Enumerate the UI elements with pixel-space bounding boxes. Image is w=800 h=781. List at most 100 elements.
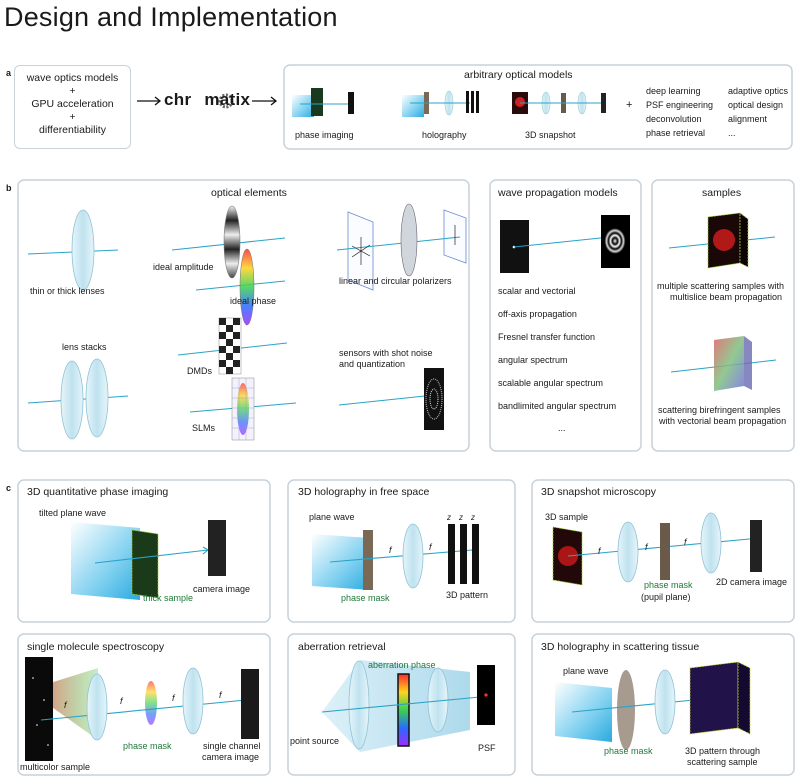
tissue-graphic (555, 661, 751, 750)
apps-plus: + (626, 99, 633, 111)
samples-title: samples (702, 187, 742, 199)
panel-c-aber-box (287, 633, 516, 776)
snap-f3: f (684, 537, 687, 547)
elements-title: optical elements (211, 187, 287, 199)
propagation-graphic (500, 215, 630, 273)
example-holography: holography (422, 130, 467, 140)
panel-c-tissue-box (531, 633, 795, 776)
aber-title: aberration retrieval (298, 641, 386, 653)
smol-graphic (25, 657, 259, 761)
snap-title: 3D snapshot microscopy (541, 486, 656, 498)
qpi-sample: thick sample (143, 593, 194, 603)
prop-item-5: scalable angular spectrum (498, 378, 604, 388)
tissue-title: 3D holography in scattering tissue (541, 641, 700, 653)
smol-f4: f (219, 690, 222, 700)
ideal-phase-graphic (195, 248, 286, 326)
slm-graphic (189, 377, 297, 441)
label-ideal-phase: ideal phase (230, 296, 277, 306)
snapshot-graphic (552, 512, 762, 586)
qpi-camera: camera image (193, 584, 251, 594)
lens-stack-graphic (27, 358, 129, 440)
chromatix-logo: chr matix (164, 90, 250, 110)
app-alignment: alignment (728, 114, 768, 124)
feature-differentiability: differentiability (39, 124, 106, 136)
qpi-graphic (71, 520, 226, 600)
arrow-to-models (252, 96, 278, 106)
example-phase-imaging: phase imaging (295, 130, 354, 140)
smol-title: single molecule spectroscopy (27, 641, 165, 653)
smol-sample: multicolor sample (20, 762, 91, 772)
smol-mask: phase mask (123, 741, 172, 751)
app-deep-learning: deep learning (646, 86, 701, 96)
panel-c-holo-box (287, 479, 516, 623)
smol-f1: f (64, 700, 67, 710)
label-sensors-1: sensors with shot noise (339, 348, 433, 358)
logo-right: matix (204, 90, 251, 109)
sample2-line2: with vectorial beam propagation (659, 416, 787, 426)
holo-f2: f (429, 542, 432, 552)
snap-camera: 2D camera image (716, 577, 788, 587)
panel-b-prop-box (489, 179, 642, 452)
app-deconvolution: deconvolution (646, 114, 702, 124)
app-more: ... (728, 128, 736, 138)
snap-mask: phase mask (644, 580, 693, 590)
holo-wave: plane wave (309, 512, 355, 522)
prop-item-1: scalar and vectorial (498, 286, 576, 296)
chromatix-logo-ring-icon (218, 93, 234, 109)
smol-camera-2: camera image (202, 752, 260, 762)
holo-z1: z (447, 513, 451, 522)
holography-thumbnail (402, 90, 479, 117)
prop-item-6: bandlimited angular spectrum (498, 401, 617, 411)
holo-mask: phase mask (341, 593, 390, 603)
label-lens-stacks: lens stacks (62, 342, 107, 352)
prop-title: wave propagation models (498, 187, 618, 199)
app-psf-engineering: PSF engineering (646, 100, 714, 110)
feature-wave-optics: wave optics models (26, 72, 119, 84)
panel-a-tag: a (6, 68, 12, 78)
snap-f1: f (598, 546, 601, 556)
smol-camera-1: single channel (203, 741, 261, 751)
aber-graphic (321, 660, 495, 752)
label-thin-lenses: thin or thick lenses (30, 286, 105, 296)
panel-c-smol-box (17, 633, 271, 776)
snapshot-thumbnail (512, 91, 606, 115)
sample2-line1: scattering birefringent samples (658, 405, 781, 415)
feature-gpu: GPU acceleration (31, 98, 114, 110)
multiple-scattering-sample-graphic (668, 212, 776, 269)
tissue-mask: phase mask (604, 746, 653, 756)
panel-a-models-box (283, 64, 793, 150)
holo-pattern: 3D pattern (446, 590, 489, 600)
prop-item-3: Fresnel transfer function (498, 332, 596, 342)
tissue-wave: plane wave (563, 666, 609, 676)
aber-source: point source (290, 736, 340, 746)
qpi-title: 3D quantitative phase imaging (27, 486, 169, 498)
ideal-amplitude-graphic (171, 205, 286, 279)
panel-a-features-box: wave optics models + GPU acceleration + … (14, 65, 131, 149)
holo-z3: z (471, 513, 475, 522)
page-title: Design and Implementation (4, 2, 338, 32)
snap-pupil: (pupil plane) (641, 592, 691, 602)
tissue-pattern-2: scattering sample (687, 757, 758, 767)
prop-item-7: ... (558, 423, 566, 433)
holo-f1: f (389, 545, 392, 555)
snap-f2: f (645, 542, 648, 552)
panel-c-tag: c (6, 483, 12, 493)
thin-lens-graphic (27, 209, 119, 291)
logo-left: chr (164, 90, 192, 109)
sensor-graphic (338, 368, 444, 430)
app-adaptive-optics: adaptive optics (728, 86, 789, 96)
phase-imaging-thumbnail (292, 88, 354, 117)
panel-c-qpi-box (17, 479, 271, 623)
panel-c-snap-box (531, 479, 795, 623)
aber-psf: PSF (478, 743, 496, 753)
tissue-pattern-1: 3D pattern through (685, 746, 761, 756)
features-stack: wave optics models + GPU acceleration + … (15, 72, 130, 137)
qpi-wave: tilted plane wave (39, 508, 107, 518)
label-dmds: DMDs (187, 366, 212, 376)
panel-b-samples-box (651, 179, 795, 452)
feature-plus: + (69, 85, 76, 97)
snap-sample: 3D sample (545, 512, 589, 522)
arrow-to-logo (137, 96, 162, 106)
smol-f3: f (172, 693, 175, 703)
